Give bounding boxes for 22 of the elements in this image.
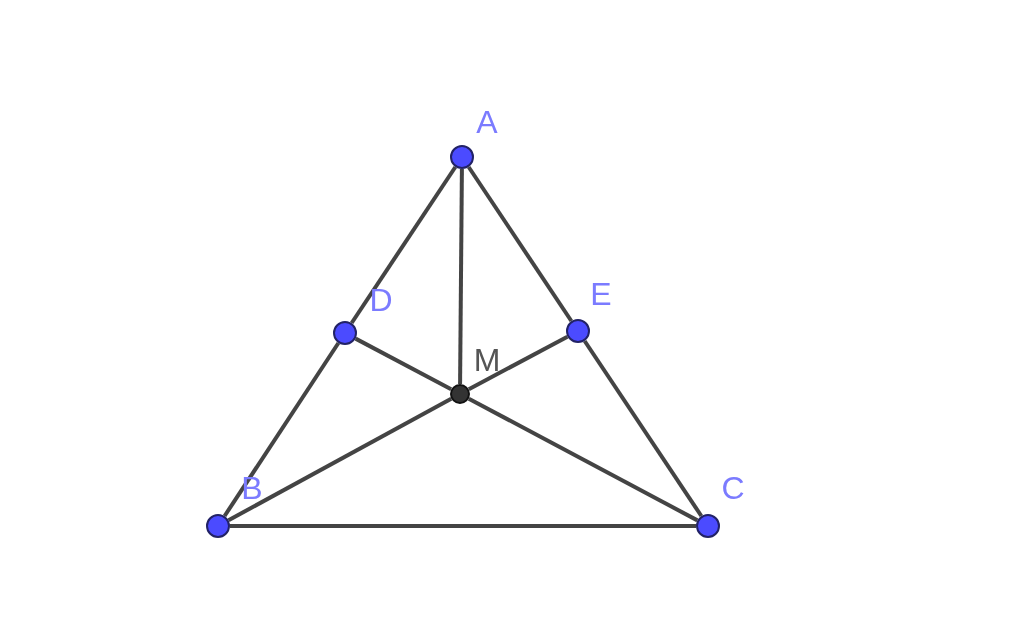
line-segment — [222, 341, 341, 518]
point-marker — [450, 145, 474, 169]
point-label: M — [473, 344, 501, 376]
line-segment — [467, 396, 699, 523]
line-segment — [467, 334, 569, 392]
point-marker — [333, 321, 357, 345]
point-marker — [696, 514, 720, 538]
line-segment — [458, 168, 464, 385]
line-segment — [227, 397, 453, 522]
line-segment — [354, 336, 453, 392]
point-marker — [566, 319, 590, 343]
point-label: C — [721, 472, 745, 504]
line-segment — [467, 165, 573, 323]
line-segment — [230, 524, 696, 528]
point-marker — [450, 384, 470, 404]
line-segment — [349, 165, 458, 325]
point-label: B — [241, 472, 263, 504]
point-label: E — [590, 278, 612, 310]
point-marker — [206, 514, 230, 538]
line-segment — [583, 339, 703, 518]
point-label: D — [369, 284, 393, 316]
point-label: A — [476, 106, 498, 138]
